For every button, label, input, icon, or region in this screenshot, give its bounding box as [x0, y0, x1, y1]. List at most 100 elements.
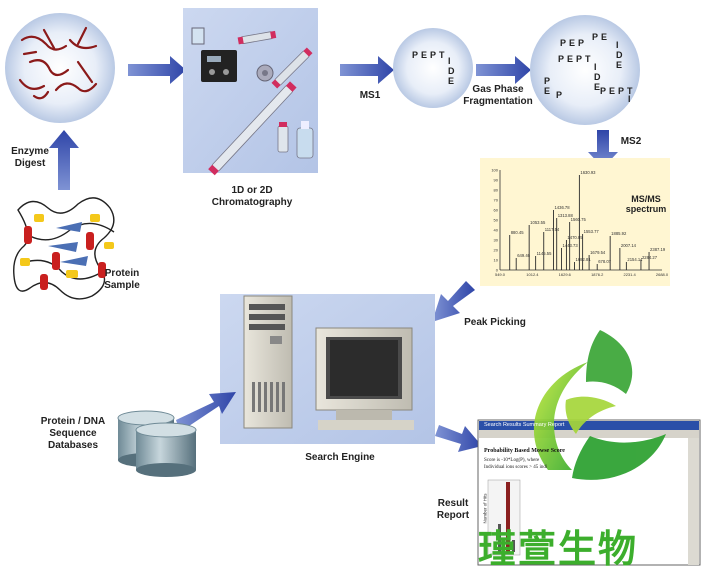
peptide-letter: E — [616, 60, 623, 70]
search-engine-label: Search Engine — [305, 452, 375, 463]
spectrum-title: MS/MS spectrum — [624, 194, 668, 214]
spectrum-x-tick-label: 1629.6 — [559, 272, 572, 277]
chromatography-line-1: 1D or 2D — [231, 185, 273, 196]
peptide-letter: I — [594, 62, 597, 72]
spectrum-y-tick-label: 80 — [494, 188, 499, 193]
enzyme-digest-label: Enzyme Digest — [4, 146, 56, 170]
arrow-to-chromatography — [128, 56, 186, 84]
peptide-letter: E — [544, 86, 551, 96]
chromatography-label: 1D or 2D Chromatography — [200, 185, 304, 209]
spectrum-y-tick-label: 60 — [494, 208, 499, 213]
spectrum-x-tick-label: 2688.0 — [656, 272, 669, 277]
spectrum-peak-label: 1682.81 — [576, 257, 592, 262]
spectrum-x-tick-label: 549.0 — [495, 272, 506, 277]
spectrum-peak-label: 2154.14 — [627, 257, 643, 262]
spectrum-peak-label: 1630.93 — [580, 170, 596, 175]
peptide-letter: P — [430, 50, 437, 60]
spectrum-y-tick-label: 40 — [494, 228, 499, 233]
peptide-letter: P — [600, 86, 607, 96]
spectrum-y-tick-label: 20 — [494, 248, 499, 253]
peptide-letter: E — [609, 86, 616, 96]
spectrum-peak-label: 1679.54 — [590, 250, 606, 255]
spectrum-peak-label: 678.07 — [598, 259, 611, 264]
spectrum-peak-label: 649.46 — [517, 253, 530, 258]
chromatography-panel — [183, 8, 318, 176]
spectrum-peak-label: 1117.54 — [545, 227, 560, 232]
enzyme-digest-line-1: Enzyme — [11, 146, 49, 157]
spectrum-y-tick-label: 30 — [494, 238, 499, 243]
peak-picking-label: Peak Picking — [464, 317, 526, 328]
report-line-1: Score is -10*Log(P), where — [484, 458, 540, 463]
peptide-letter: P — [578, 38, 585, 48]
spectrum-peak-label: 1885.92 — [611, 231, 627, 236]
spectrum-y-tick-label: 50 — [494, 218, 499, 223]
arrow-to-search-engine — [176, 392, 236, 432]
protein-sample-line-1: Protein — [104, 268, 140, 279]
peptide-letter: P — [560, 38, 567, 48]
gas-phase-line-1: Gas Phase — [472, 84, 524, 95]
result-report-line-2: Report — [436, 510, 470, 521]
server-tower — [243, 295, 293, 429]
arrow-to-report — [435, 425, 482, 452]
result-report-line-1: Result — [437, 498, 469, 509]
ms1-label: MS1 — [359, 90, 381, 101]
spectrum-peak-label: 1553.77 — [584, 229, 600, 234]
spectrum-title-line-1: MS/MS — [631, 194, 661, 204]
peptide-letter: D — [594, 72, 601, 82]
spectrum-title-line-2: spectrum — [625, 204, 667, 214]
spectrum-y-tick-label: 70 — [494, 198, 499, 203]
databases-label: Protein / DNA Sequence Databases — [30, 416, 116, 452]
spectrum-panel — [480, 158, 670, 286]
spectrum-y-tick-label: 10 — [494, 258, 499, 263]
ms1-peptide-bubble — [393, 28, 473, 108]
spectrum-y-tick-label: 0 — [496, 268, 499, 273]
spectrum-peak-label: 1053.55 — [530, 220, 546, 225]
peptide-letter: E — [421, 50, 428, 60]
gas-phase-line-2: Fragmentation — [463, 96, 533, 107]
peptide-letter: E — [601, 32, 608, 42]
result-report-label: Result Report — [432, 498, 474, 522]
spectrum-y-tick-label: 100 — [491, 168, 498, 173]
databases-line-1: Protein / DNA — [40, 416, 106, 427]
peptide-letter: P — [544, 76, 551, 86]
peptide-letter: D — [616, 50, 623, 60]
arrow-to-fragmentation — [476, 56, 531, 84]
report-title-bar: Search Results Summary Report — [484, 422, 565, 428]
enzyme-digest-line-2: Digest — [14, 158, 46, 169]
chromatography-line-2: Chromatography — [211, 197, 293, 208]
databases-line-3: Databases — [47, 440, 99, 451]
peptide-fragments-bubble — [5, 13, 115, 123]
peptide-letter: P — [618, 86, 625, 96]
spectrum-peak-label: 1470.85 — [567, 235, 583, 240]
protein-structure — [13, 197, 115, 300]
gas-phase-label: Gas Phase Fragmentation — [458, 84, 538, 108]
protein-sample-line-2: Sample — [104, 280, 140, 291]
spectrum-peak-label: 1436.78 — [554, 205, 570, 210]
spectrum-x-tick-label: 1012.4 — [526, 272, 539, 277]
peptide-letter: I — [628, 94, 631, 104]
monitor — [315, 327, 414, 430]
peptide-letter: E — [567, 54, 574, 64]
spectrum-peak-label: 1560.75 — [571, 217, 587, 222]
spectrum-peak-label: 2387.19 — [650, 247, 666, 252]
spectrum-x-tick-label: 2231.4 — [623, 272, 636, 277]
spectrum-peak-label: 880.45 — [511, 230, 524, 235]
spectrum-x-tick-label: 1876.2 — [591, 272, 604, 277]
peptide-letter: D — [448, 66, 455, 76]
peptide-letter: P — [412, 50, 419, 60]
peptide-letter: P — [556, 90, 563, 100]
spectrum-peak-label: 1313.88 — [558, 213, 574, 218]
spectrum-peak-label: 1145.55 — [537, 251, 552, 256]
arrow-to-digest — [49, 130, 79, 190]
peptide-letter: E — [569, 38, 576, 48]
watermark-text: 瑾萱生物 — [478, 526, 639, 571]
peptide-letter: P — [592, 32, 599, 42]
spectrum-peak-label: 2007.14 — [621, 243, 637, 248]
peptide-letter: E — [448, 76, 455, 86]
peptide-letter: I — [448, 56, 451, 66]
report-heading: Probability Based Mowse Score — [484, 448, 565, 454]
report-line-2: Individual ions scores > 45 indi — [484, 465, 548, 470]
ms2-label: MS2 — [620, 136, 642, 147]
